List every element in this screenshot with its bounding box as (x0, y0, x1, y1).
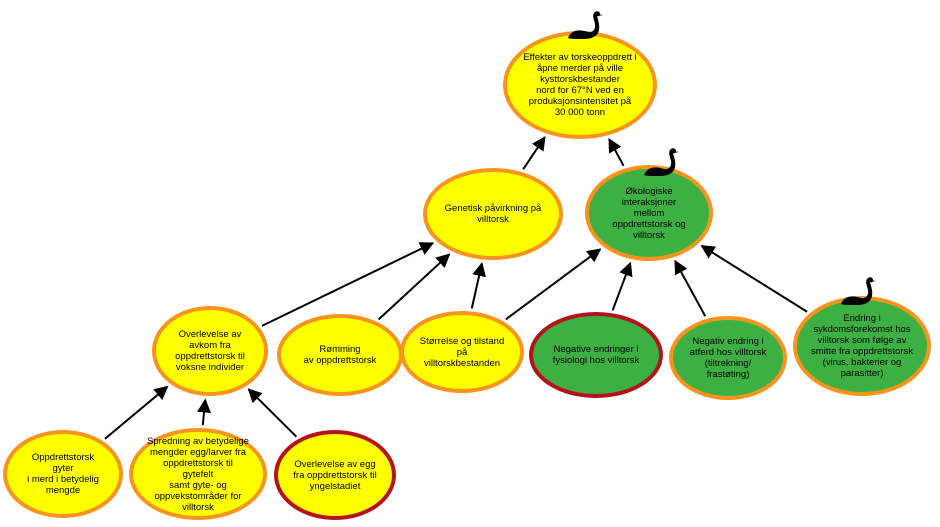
node-top-effects: Effekter av torskeoppdrett i åpne merder… (503, 31, 657, 139)
node-egg-survival-label: Overlevelse av egg fra oppdrettstorsk ti… (293, 458, 377, 492)
node-spawning-in-pen-label: Oppdrettstorsk gyter i merd i betydelig … (27, 452, 99, 496)
node-physiology-label: Negative endringer i fysiologi hos villt… (552, 344, 640, 366)
node-genetic-label: Genetisk påvirkning på villtorsk (444, 203, 542, 225)
node-egg-survival: Overlevelse av egg fra oppdrettstorsk ti… (274, 430, 396, 520)
node-genetic-impact: Genetisk påvirkning på villtorsk (423, 168, 563, 260)
node-escape-label: Rømming av oppdrettstorsk (303, 344, 377, 366)
node-offspring-survival-label: Overlevelse av avkom fra oppdrettstorsk … (175, 329, 245, 373)
node-spread-eggs: Spredning av betydelige mengder egg/larv… (129, 428, 267, 520)
arrow-escape-to-genetic (378, 253, 451, 321)
node-spread-eggs-label: Spredning av betydelige mengder egg/larv… (147, 435, 249, 513)
node-size-state: Størrelse og tilstand på villtorskbestan… (400, 311, 524, 393)
node-spawning-in-pen: Oppdrettstorsk gyter i merd i betydelig … (3, 430, 123, 518)
arrow-survival_offspring-to-genetic (261, 242, 435, 327)
arrow-spawning_pen-to-survival_offspring (104, 385, 169, 440)
arrow-genetic-to-top (522, 136, 546, 170)
black-swan-icon (841, 277, 876, 305)
node-offspring-survival: Overlevelse av avkom fra oppdrettstorsk … (152, 306, 268, 396)
node-size-state-label: Størrelse og tilstand på villtorskbestan… (419, 335, 505, 369)
node-ecological-label: Økologiske interaksjoner mellom oppdrett… (612, 185, 686, 241)
arrow-disease-to-ecological (700, 245, 808, 313)
node-escape: Rømming av oppdrettstorsk (277, 314, 403, 396)
arrow-size_state-to-genetic (470, 262, 486, 309)
node-physiology: Negative endringer i fysiologi hos villt… (529, 312, 663, 398)
arrow-ecological-to-top (608, 137, 625, 167)
arrow-size_state-to-ecological (505, 248, 602, 321)
black-swan-icon (568, 11, 603, 39)
node-behaviour-label: Negativ endring i atferd hos villtorsk (… (689, 336, 767, 380)
arrow-physiology-to-ecological (611, 261, 633, 311)
node-disease: Endring i sykdomsforekomst hos villtorsk… (793, 296, 931, 396)
node-behaviour: Negativ endring i atferd hos villtorsk (… (669, 316, 787, 400)
edge-lines (104, 136, 808, 440)
arrow-egg_survival-to-survival_offspring (247, 388, 298, 438)
black-swan-icon (644, 148, 679, 176)
arrow-behaviour-to-ecological (674, 259, 707, 317)
node-ecological-interactions: Økologiske interaksjoner mellom oppdrett… (585, 165, 713, 261)
node-disease-label: Endring i sykdomsforekomst hos villtorsk… (811, 313, 913, 379)
node-top-label: Effekter av torskeoppdrett i åpne merder… (523, 52, 637, 118)
arrow-spread_eggs-to-survival_offspring (197, 398, 211, 426)
